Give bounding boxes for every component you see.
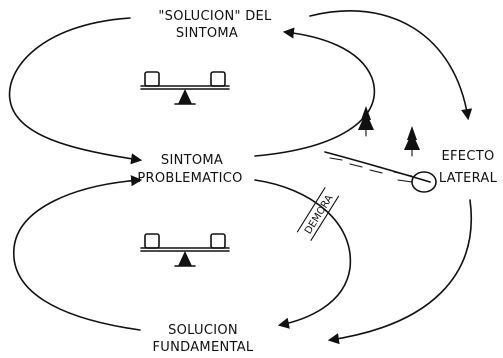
arrow-solution-to-side-effect — [309, 10, 473, 121]
symptomatic-solution-line1: "SOLUCION" DEL — [158, 9, 272, 24]
arrow-symptom-to-fundamental — [254, 179, 352, 329]
problem-symptom-line1: SINTOMA — [161, 153, 223, 168]
arrow-side-effect-to-fundamental — [327, 199, 472, 345]
problem-symptom-line2: PROBLEMATICO — [137, 171, 242, 186]
sled-on-hill-icon — [324, 106, 437, 193]
side-effect-line2: LATERAL — [439, 171, 498, 186]
side-effect-line1: EFECTO — [442, 149, 495, 164]
arrow-fundamental-to-symptom — [13, 175, 143, 331]
seesaw-balance-icon — [140, 233, 230, 267]
arrow-solution-to-symptom — [8, 17, 143, 165]
arrow-symptom-to-solution — [254, 27, 376, 157]
symptomatic-solution-line2: SINTOMA — [176, 26, 238, 41]
fundamental-solution-line1: SOLUCION — [168, 323, 238, 338]
fundamental-solution-line2: FUNDAMENTAL — [153, 340, 254, 355]
seesaw-balance-icon — [140, 71, 230, 105]
